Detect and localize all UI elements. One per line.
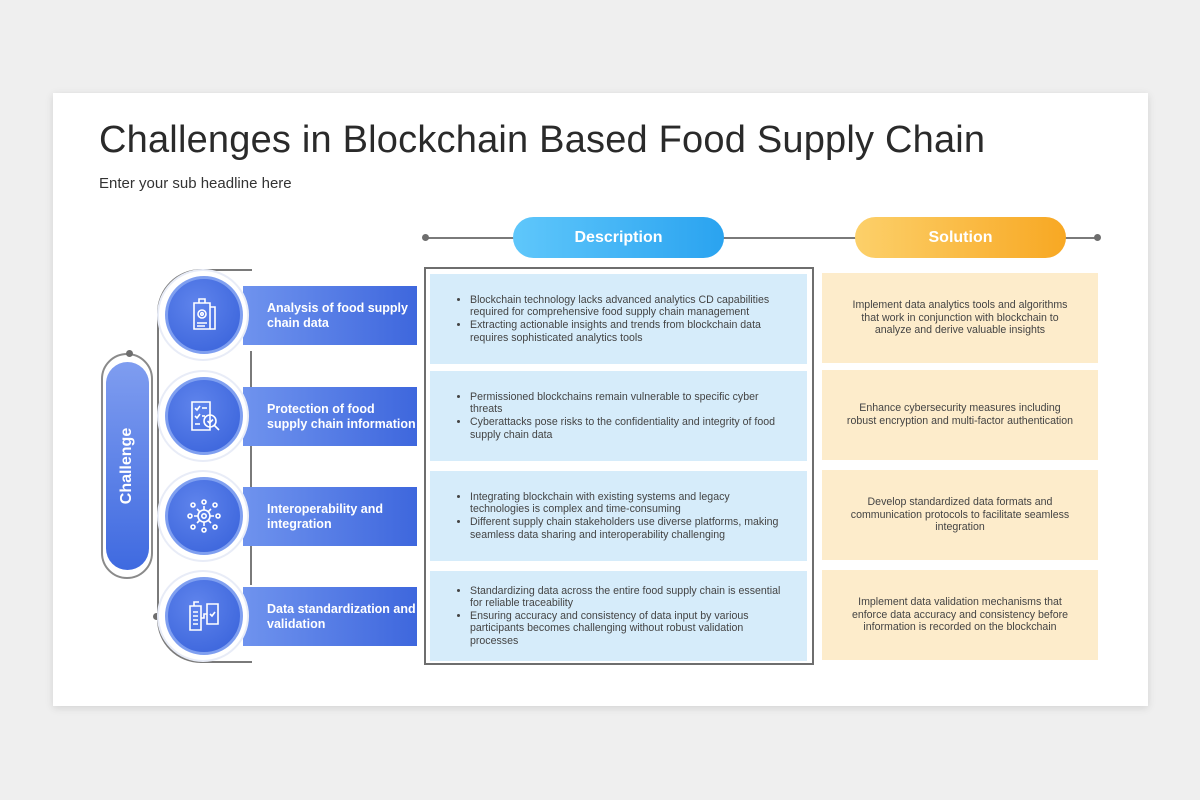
description-item: Extracting actionable insights and trend… (470, 319, 789, 344)
rows-bracket (157, 269, 252, 663)
description-header: Description (513, 217, 724, 258)
description-item: Standardizing data across the entire foo… (470, 585, 789, 610)
icon-circle (165, 276, 243, 354)
challenge-label: Challenge (118, 427, 136, 505)
solution-text: Implement data validation mechanisms tha… (851, 596, 1069, 634)
connector-dot-left (422, 234, 429, 241)
solution-cell: Develop standardized data formats and co… (822, 470, 1098, 560)
challenge-row-label: Data standardization and validation (267, 601, 416, 631)
solution-cell: Implement data validation mechanisms tha… (822, 570, 1098, 660)
solution-text: Develop standardized data formats and co… (850, 496, 1070, 534)
solution-cell: Enhance cybersecurity measures including… (822, 370, 1098, 460)
network-gear-icon (187, 499, 221, 533)
slide-title: Challenges in Blockchain Based Food Supp… (99, 119, 986, 161)
checklist-search-icon (191, 401, 220, 431)
solution-text: Enhance cybersecurity measures including… (846, 402, 1074, 427)
description-item: Ensuring accuracy and consistency of dat… (470, 610, 789, 648)
challenge-pill: Challenge (106, 362, 149, 570)
solution-cell: Implement data analytics tools and algor… (822, 273, 1098, 363)
description-item: Different supply chain stakeholders use … (470, 516, 789, 541)
challenge-label-box: Data standardization and validation (243, 587, 417, 646)
description-item: Cyberattacks pose risks to the confident… (470, 416, 789, 441)
icon-circle (165, 577, 243, 655)
description-cell: Blockchain technology lacks advanced ana… (430, 274, 807, 364)
bracket-dot-top (126, 350, 133, 357)
document-seal-icon (193, 298, 216, 330)
description-list: Blockchain technology lacks advanced ana… (448, 294, 789, 344)
solution-text: Implement data analytics tools and algor… (852, 299, 1068, 337)
description-list: Permissioned blockchains remain vulnerab… (448, 391, 789, 441)
bracket-dot-bottom (153, 613, 160, 620)
description-item: Blockchain technology lacks advanced ana… (470, 294, 789, 319)
description-list: Standardizing data across the entire foo… (448, 585, 789, 648)
slide: Challenges in Blockchain Based Food Supp… (53, 93, 1148, 706)
challenge-label-box: Protection of food supply chain informat… (243, 387, 417, 446)
description-cell: Permissioned blockchains remain vulnerab… (430, 371, 807, 461)
challenge-row-label: Protection of food supply chain informat… (267, 401, 416, 431)
description-cell: Integrating blockchain with existing sys… (430, 471, 807, 561)
description-list: Integrating blockchain with existing sys… (448, 491, 789, 541)
description-frame (424, 267, 814, 665)
solution-header: Solution (855, 217, 1066, 258)
header-connector-line (425, 237, 1097, 239)
document-transfer-icon (189, 601, 219, 631)
description-cell: Standardizing data across the entire foo… (430, 571, 807, 661)
rows-connector-line (250, 351, 252, 585)
challenge-row-label: Analysis of food supply chain data (267, 300, 408, 330)
slide-subtitle: Enter your sub headline here (99, 175, 292, 192)
description-item: Permissioned blockchains remain vulnerab… (470, 391, 789, 416)
challenge-label-box: Analysis of food supply chain data (243, 286, 417, 345)
description-item: Integrating blockchain with existing sys… (470, 491, 789, 516)
challenge-row-label: Interoperability and integration (267, 501, 383, 531)
challenge-label-box: Interoperability and integration (243, 487, 417, 546)
connector-dot-right (1094, 234, 1101, 241)
icon-circle (165, 477, 243, 555)
icon-circle (165, 377, 243, 455)
